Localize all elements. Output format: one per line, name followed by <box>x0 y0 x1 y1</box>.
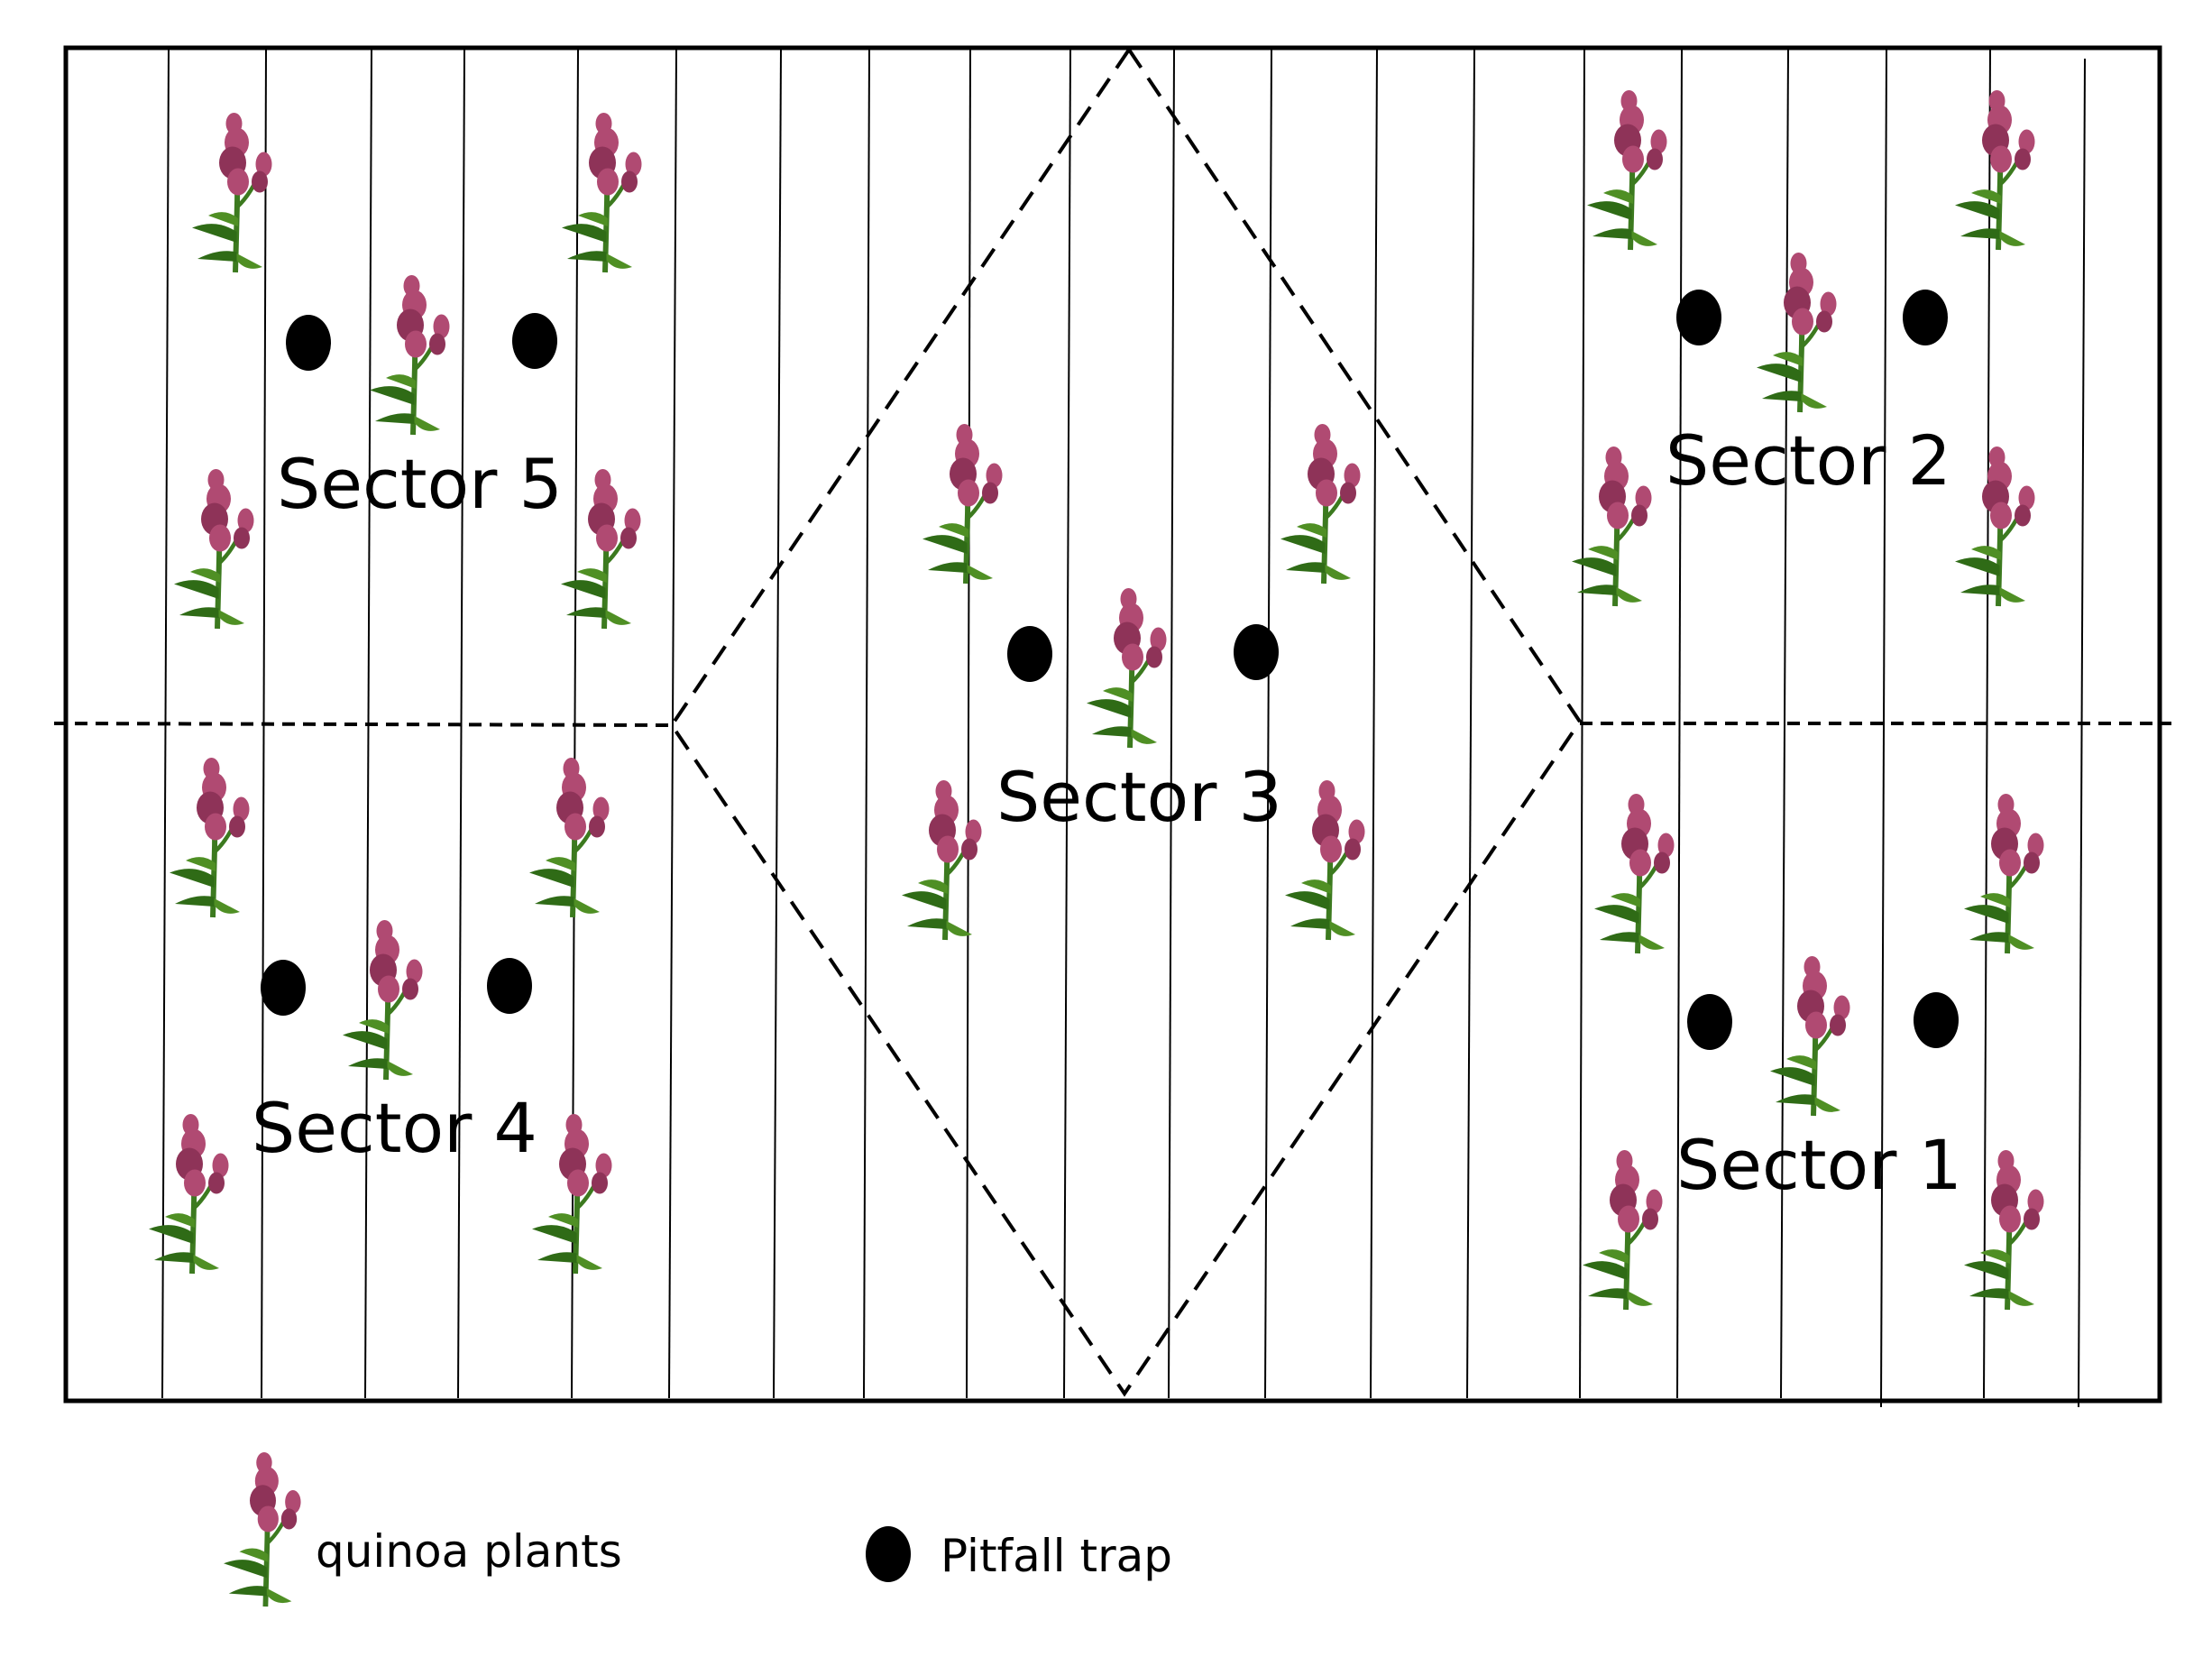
sector-2-label: Sector 2 <box>1666 420 1951 501</box>
quinoa-plant-icon <box>1964 794 2044 953</box>
pitfall-trap-icon <box>1007 626 1052 682</box>
quinoa-plant-icon <box>1955 446 2035 606</box>
crop-row-14 <box>1466 49 1475 1399</box>
quinoa-plant-icon <box>174 469 254 629</box>
pitfall-trap-icon <box>1676 290 1721 345</box>
pitfall-traps <box>261 290 1959 1050</box>
quinoa-plant-icon <box>149 1114 229 1274</box>
legend: quinoa plants Pitfall trap <box>224 1452 1172 1606</box>
pitfall-trap-icon <box>1914 992 1959 1048</box>
quinoa-plant-icon <box>170 758 250 917</box>
quinoa-plant-icon <box>1583 1150 1663 1310</box>
quinoa-plant-icon <box>561 469 641 629</box>
crop-row-17 <box>1780 49 1789 1399</box>
quinoa-plant-icon <box>1964 1150 2044 1310</box>
quinoa-plant-icon <box>1285 780 1365 940</box>
sector-1-label: Sector 1 <box>1676 1125 1962 1205</box>
pitfall-trap-icon <box>286 315 331 371</box>
crop-rows <box>161 49 2086 1408</box>
pitfall-trap-icon <box>1687 994 1732 1050</box>
divider-left <box>53 722 673 727</box>
sector-4-label: Sector 4 <box>252 1088 537 1168</box>
crop-row-10 <box>1063 49 1071 1399</box>
crop-row-12 <box>1264 49 1272 1399</box>
crop-row-19 <box>1983 49 1991 1399</box>
crop-row-11 <box>1168 49 1175 1399</box>
sector-3-boundary <box>669 46 1583 1397</box>
crop-row-16 <box>1676 49 1683 1399</box>
pitfall-trap-icon <box>512 313 557 369</box>
quinoa-plant-icon <box>343 920 423 1080</box>
pitfall-trap-icon <box>1903 290 1948 345</box>
quinoa-plant-icon <box>1087 588 1167 748</box>
legend-plants-label: quinoa plants <box>316 1525 622 1578</box>
quinoa-plant-icon <box>562 113 642 272</box>
pitfall-trap-icon <box>1234 624 1279 680</box>
crop-row-4 <box>457 49 465 1399</box>
crop-row-20 <box>2078 58 2086 1408</box>
pitfall-trap-icon <box>487 958 532 1014</box>
crop-row-8 <box>863 49 870 1399</box>
quinoa-plant-icon <box>1955 90 2035 250</box>
pitfall-trap-icon <box>261 960 306 1016</box>
quinoa-plant-icon <box>529 758 610 917</box>
quinoa-plant-icon <box>192 113 272 272</box>
legend-trap-icon <box>866 1526 911 1582</box>
crop-row-7 <box>773 49 782 1399</box>
crop-row-18 <box>1880 49 1887 1408</box>
legend-trap-label: Pitfall trap <box>941 1530 1172 1582</box>
sector-3-label: Sector 3 <box>996 757 1282 837</box>
quinoa-plant-icon <box>922 424 1003 584</box>
quinoa-plant-icon <box>370 275 450 435</box>
quinoa-plant-icon <box>902 780 982 940</box>
quinoa-plant-icon <box>1594 794 1675 953</box>
quinoa-plant-icon <box>1587 90 1667 250</box>
quinoa-plant-icon <box>1757 253 1837 412</box>
quinoa-plant-icon <box>1280 424 1361 584</box>
crop-row-9 <box>966 49 971 1399</box>
legend-quinoa-icon <box>224 1452 301 1606</box>
crop-row-13 <box>1370 49 1378 1399</box>
sector-5-label: Sector 5 <box>277 444 563 524</box>
crop-row-6 <box>668 49 677 1399</box>
